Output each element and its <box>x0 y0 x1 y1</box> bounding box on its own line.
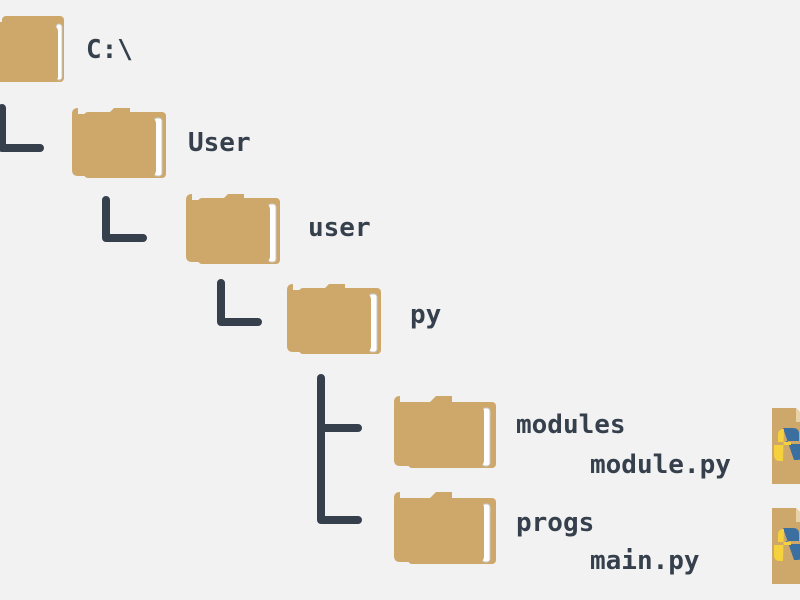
connector-root-to-user <box>0 104 44 152</box>
folder-label-user-dir: User <box>188 128 251 158</box>
folder-icon[interactable] <box>72 104 172 180</box>
connector-py-to-modules-progs <box>317 374 362 524</box>
file-label-module-py: module.py <box>590 450 731 480</box>
folder-label-progs-dir: progs <box>516 508 595 538</box>
folder-label-modules-dir: modules <box>516 410 626 440</box>
python-file-icon[interactable] <box>770 406 800 486</box>
folder-label-root: C:\ <box>86 35 133 65</box>
file-label-main-py: main.py <box>590 546 700 576</box>
folder-icon[interactable] <box>0 12 72 84</box>
folder-label-py-dir: py <box>410 300 442 330</box>
folder-icon[interactable] <box>287 280 387 356</box>
folder-icon[interactable] <box>186 190 286 266</box>
connector-user-to-home <box>102 196 147 242</box>
folder-icon[interactable] <box>394 488 502 566</box>
connector-home-to-py <box>217 279 262 326</box>
folder-label-home-dir: user <box>308 213 371 243</box>
folder-icon[interactable] <box>394 392 502 470</box>
python-file-icon[interactable] <box>770 506 800 586</box>
